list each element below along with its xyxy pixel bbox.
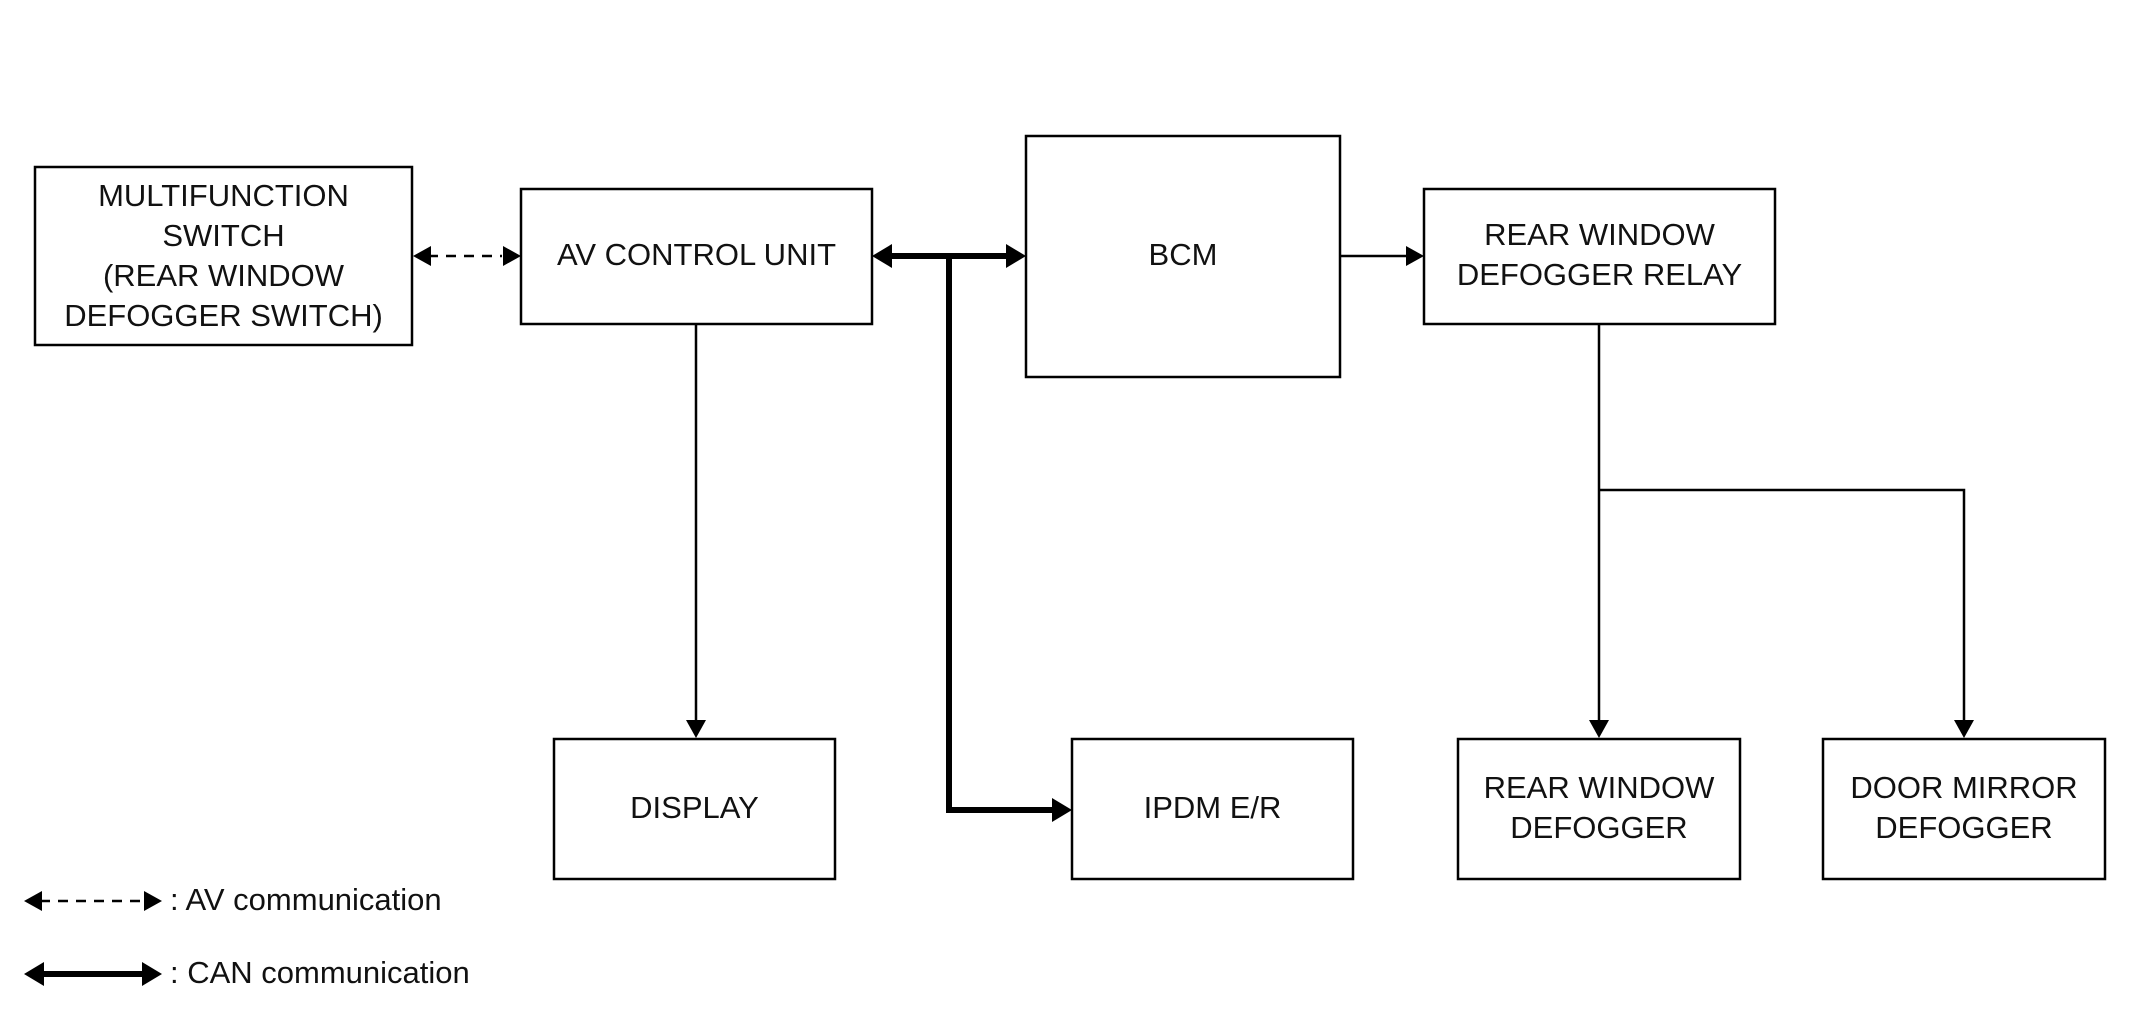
node-label-line: DOOR MIRROR bbox=[1850, 770, 2077, 805]
node-label-line: IPDM E/R bbox=[1144, 790, 1282, 825]
node-label-line: DEFOGGER bbox=[1875, 810, 2052, 845]
edge-avcu-display bbox=[686, 324, 706, 738]
node-label-line: SWITCH bbox=[162, 218, 284, 253]
legend-av-label: : AV communication bbox=[170, 882, 442, 917]
node-label-line: DEFOGGER bbox=[1510, 810, 1687, 845]
node-label-line: DEFOGGER SWITCH) bbox=[64, 298, 383, 333]
node-label-line: BCM bbox=[1149, 237, 1218, 272]
legend-can-symbol bbox=[24, 962, 162, 986]
legend-can-label: : CAN communication bbox=[170, 955, 470, 990]
edge-bcm-relay bbox=[1340, 246, 1424, 266]
node-rear-window-defogger: REAR WINDOW DEFOGGER bbox=[1456, 737, 1742, 881]
node-label-line: DEFOGGER RELAY bbox=[1457, 257, 1742, 292]
legend-av-symbol bbox=[24, 891, 162, 911]
node-av-control-unit: AV CONTROL UNIT bbox=[519, 187, 874, 326]
node-label-line: REAR WINDOW bbox=[1484, 770, 1716, 805]
node-bcm: BCM bbox=[1024, 134, 1342, 379]
node-label-line: MULTIFUNCTION bbox=[98, 178, 349, 213]
node-label-line: DISPLAY bbox=[630, 790, 759, 825]
edge-relay-defoggers bbox=[1589, 324, 1974, 738]
edge-can-avcu-ipdm bbox=[946, 256, 1072, 822]
node-display: DISPLAY bbox=[552, 737, 837, 881]
edge-av-multifunction-avcu bbox=[413, 246, 521, 266]
node-label-line: AV CONTROL UNIT bbox=[557, 237, 836, 272]
node-door-mirror-defogger: DOOR MIRROR DEFOGGER bbox=[1821, 737, 2107, 881]
node-label-line: (REAR WINDOW bbox=[103, 258, 345, 293]
legend: : AV communication : CAN communication bbox=[24, 882, 470, 990]
node-rear-window-defogger-relay: REAR WINDOW DEFOGGER RELAY bbox=[1422, 187, 1777, 326]
node-ipdm-er: IPDM E/R bbox=[1070, 737, 1355, 881]
node-label-line: REAR WINDOW bbox=[1484, 217, 1716, 252]
node-multifunction-switch: MULTIFUNCTION SWITCH (REAR WINDOW DEFOGG… bbox=[33, 165, 414, 347]
